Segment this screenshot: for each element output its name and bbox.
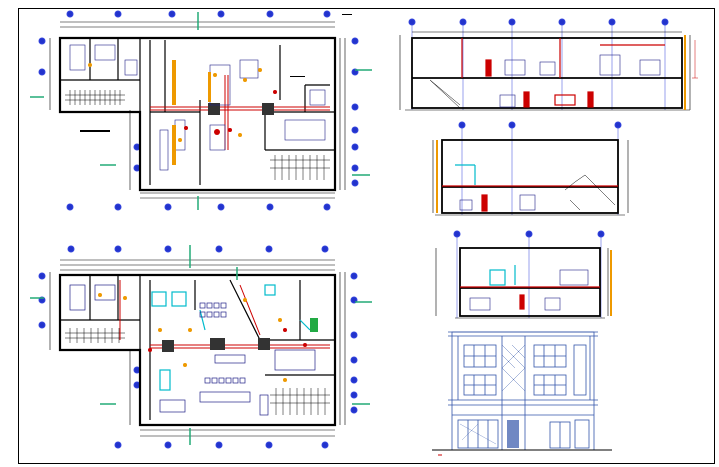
grid-bubble bbox=[608, 18, 616, 26]
grid-bubble bbox=[351, 179, 359, 187]
section-b-b bbox=[432, 121, 629, 216]
grid-bubble bbox=[66, 10, 74, 18]
grid-bubble bbox=[351, 143, 359, 151]
grid-bubble bbox=[114, 245, 122, 253]
grid-bubble bbox=[350, 356, 358, 364]
grid-bubble bbox=[323, 10, 331, 18]
grid-bubble bbox=[265, 441, 273, 449]
grid-bubble bbox=[351, 164, 359, 172]
grid-bubble bbox=[38, 68, 46, 76]
grid-bubble bbox=[164, 203, 172, 211]
front-elevation bbox=[432, 331, 612, 456]
section-c-c bbox=[435, 230, 612, 319]
stairs bbox=[564, 174, 616, 211]
grid-bubble bbox=[38, 321, 46, 329]
grid-bubble bbox=[217, 203, 225, 211]
grid-bubble bbox=[66, 203, 74, 211]
grid-bubble bbox=[266, 10, 274, 18]
grid-bubble bbox=[350, 391, 358, 399]
grid-bubble bbox=[350, 331, 358, 339]
grid-bubble bbox=[114, 441, 122, 449]
first-floor-plan bbox=[30, 245, 372, 449]
grid-bubble bbox=[266, 203, 274, 211]
grid-bubble bbox=[614, 121, 622, 129]
grid-bubble bbox=[351, 126, 359, 134]
grid-bubble bbox=[458, 121, 466, 129]
grid-bubble bbox=[215, 441, 223, 449]
grid-bubble bbox=[459, 18, 467, 26]
grid-bubble bbox=[508, 18, 516, 26]
grid-bubble bbox=[350, 376, 358, 384]
ground-floor-plan bbox=[30, 10, 372, 211]
section-a-a bbox=[399, 18, 698, 111]
grid-bubble bbox=[661, 18, 669, 26]
grid-bubble bbox=[351, 37, 359, 45]
stairs bbox=[65, 328, 330, 415]
grid-bubble bbox=[265, 245, 273, 253]
grid-bubble bbox=[408, 18, 416, 26]
stairs bbox=[65, 90, 330, 180]
grid-bubble bbox=[164, 245, 172, 253]
grid-bubble bbox=[114, 203, 122, 211]
grid-bubble bbox=[321, 245, 329, 253]
grid-bubble bbox=[215, 245, 223, 253]
sheet-frame bbox=[18, 8, 715, 464]
grid-bubble bbox=[453, 230, 461, 238]
grid-bubble bbox=[525, 230, 533, 238]
grid-bubble bbox=[597, 230, 605, 238]
grid-bubble bbox=[38, 272, 46, 280]
grid-bubble bbox=[168, 10, 176, 18]
stairs bbox=[429, 79, 461, 109]
grid-bubble bbox=[114, 10, 122, 18]
grid-bubble bbox=[67, 245, 75, 253]
grid-bubble bbox=[323, 203, 331, 211]
grid-bubble bbox=[351, 103, 359, 111]
grid-bubble bbox=[508, 121, 516, 129]
grid-bubble bbox=[558, 18, 566, 26]
grid-bubble bbox=[350, 272, 358, 280]
grid-bubble bbox=[38, 37, 46, 45]
grid-bubble bbox=[350, 406, 358, 414]
grid-bubble bbox=[217, 10, 225, 18]
grid-bubble bbox=[321, 441, 329, 449]
grid-bubble bbox=[164, 441, 172, 449]
